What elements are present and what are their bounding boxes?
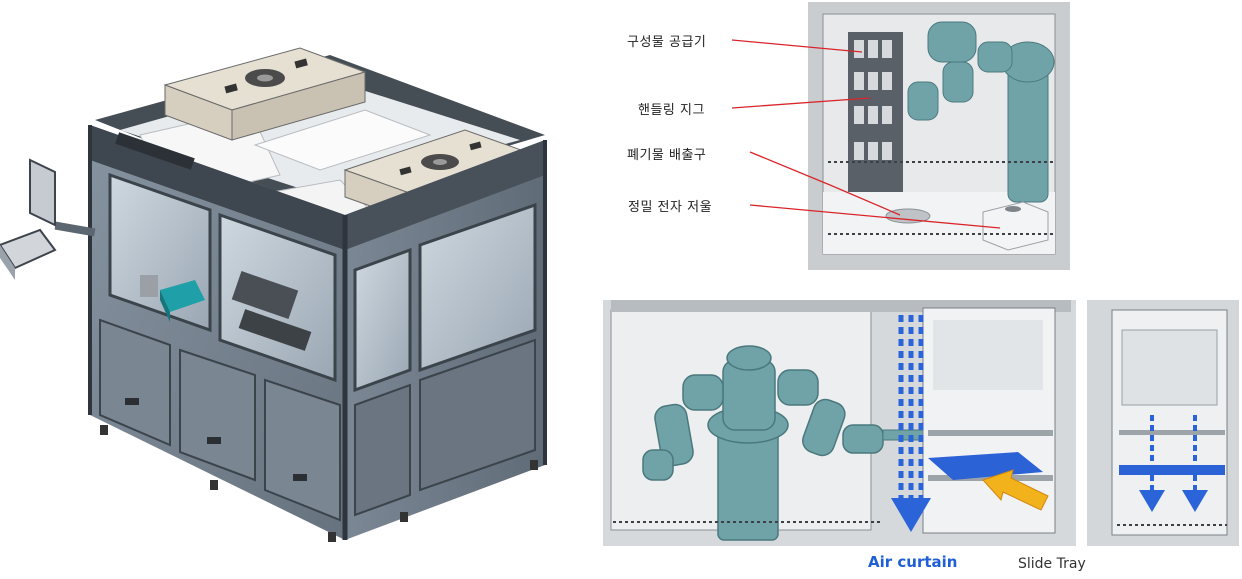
dual-arm-robot-front: [642, 345, 964, 541]
fan-filter-unit-left: [163, 47, 367, 141]
waste-outlet: [885, 208, 931, 224]
callout-component-feeder: 구성물 공급기: [627, 35, 707, 50]
interior-view-panel: [808, 2, 1070, 270]
callout-lines: [731, 39, 1001, 229]
monitor-arm: [0, 158, 96, 280]
precision-scale: [982, 201, 1049, 251]
teal-module: [160, 280, 205, 312]
air-curtain-view-panel: [603, 300, 1076, 546]
callout-waste-outlet: 폐기물 배출구: [627, 148, 707, 163]
dual-arm-robot: [907, 21, 1055, 203]
air-curtain-arrows: [898, 315, 924, 500]
callout-precision-scale: 정밀 전자 저울: [628, 200, 713, 215]
slide-tray-closeup-panel: [1087, 300, 1239, 546]
callout-handling-jig: 핸들링 지그: [638, 103, 705, 118]
slide-tray-arrow: [982, 469, 1049, 511]
air-curtain-caption: Air curtain: [868, 553, 958, 571]
machine-isometric-view: [0, 0, 570, 579]
slide-tray-caption: Slide Tray: [1018, 556, 1086, 572]
slide-tray: [928, 452, 1043, 480]
